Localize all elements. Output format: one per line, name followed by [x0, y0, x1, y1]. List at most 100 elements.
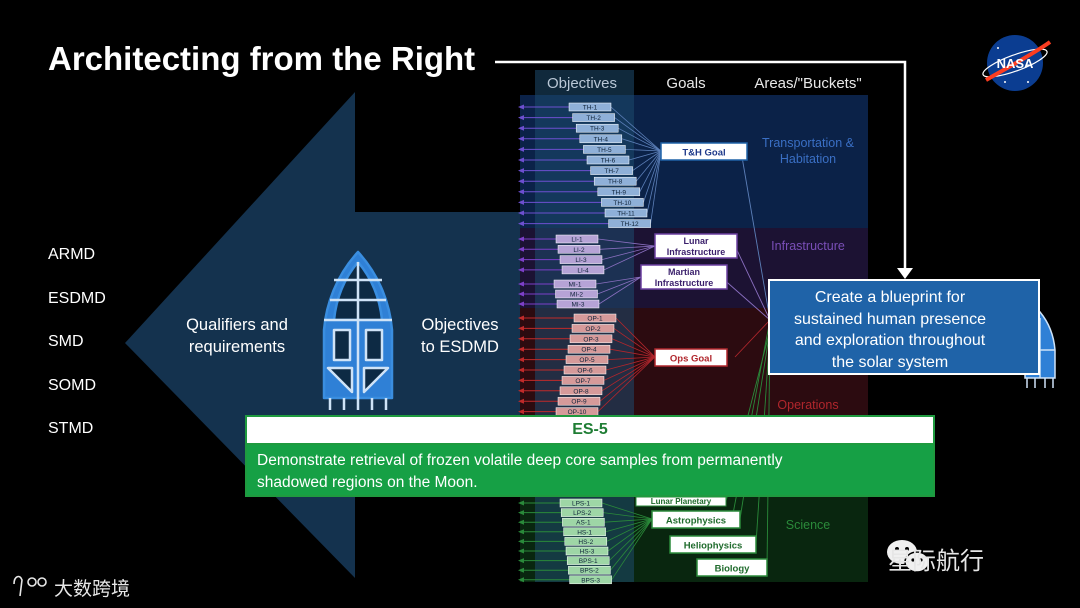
goal-area-connector: [734, 245, 771, 321]
objective-chip-label: TH-2: [586, 115, 601, 122]
blueprint-line: sustained human presence: [793, 310, 987, 328]
org-list: ARMD ESDMD SMD SOMD STMD: [48, 244, 106, 462]
objective-chip-box: [575, 123, 619, 133]
objective-chip-box: [556, 299, 600, 309]
goal-area-connector: [720, 276, 771, 321]
objective-arrowhead: [518, 538, 524, 544]
objective-arrowhead: [518, 136, 524, 142]
objective-arrowhead: [518, 281, 524, 287]
objective-chip-box: [560, 508, 604, 517]
goal-box-astro: [651, 510, 741, 529]
column-header-goals: Goals: [666, 75, 705, 92]
objective-goal-connector: [607, 518, 653, 552]
column-header-objectives: Objectives: [547, 75, 617, 92]
objective-goal-connector: [610, 106, 662, 152]
objective-arrowhead: [518, 199, 524, 205]
objective-goal-connector: [639, 150, 662, 192]
goal-area-connector: [740, 150, 771, 321]
goal-box-lunar-infra: [654, 233, 738, 259]
qualifiers-label: Qualifiers and requirements: [170, 314, 304, 358]
wechat-icon: [887, 540, 930, 573]
objective-goal-connector: [605, 356, 656, 371]
goal-lunar-planetary: Lunar Planetary: [651, 497, 712, 506]
objective-chip-label: LI-1: [571, 237, 583, 244]
objective-goal-connector: [650, 150, 662, 224]
objective-chip-box: [562, 517, 605, 527]
area-transportation-line2: Habitation: [780, 152, 836, 166]
objective-chip-label: HS-2: [578, 539, 593, 546]
objective-goal-connector: [646, 150, 662, 214]
title-to-blueprint-connector: [495, 60, 907, 270]
org-item: SOMD: [48, 376, 96, 394]
objective-chip-label: TH-8: [608, 179, 623, 186]
goal-box-lunar-planetary: [635, 496, 727, 507]
objective-goal-connector: [605, 518, 653, 533]
blueprint-line: Create a blueprint for: [814, 289, 966, 306]
objective-chip-label: TH-1: [583, 105, 598, 112]
objective-chip-box: [571, 324, 615, 333]
objective-chip-box: [572, 113, 615, 122]
objective-chip-label: TH-6: [601, 158, 616, 165]
goal-box-bio: [696, 558, 768, 577]
blueprint-box: Create a blueprint for sustained human p…: [768, 279, 1040, 375]
objective-goal-connector: [604, 518, 653, 523]
objective-chip-box: [601, 198, 644, 207]
goal-lunar-infra-line1: Lunar: [683, 236, 708, 246]
objective-chip-box: [555, 234, 599, 244]
objective-chip-label: AS-1: [576, 520, 591, 527]
goal-martian-infra-line1: Martian: [668, 267, 700, 277]
objective-chip-box: [559, 498, 603, 508]
objective-chip-box: [569, 334, 613, 344]
objective-arrowhead: [518, 301, 524, 307]
objective-goal-connector: [597, 276, 642, 295]
objective-arrowhead: [518, 367, 524, 373]
objective-chip-label: HS-1: [577, 529, 592, 536]
objective-arrowhead: [518, 291, 524, 297]
objective-chip-box: [564, 537, 608, 546]
objective-goal-connector: [597, 356, 656, 412]
objective-chip-box: [566, 556, 610, 565]
objective-chip-label: OP-3: [583, 336, 599, 343]
objective-arrowhead: [518, 357, 524, 363]
objective-arrowhead: [518, 388, 524, 394]
title-to-blueprint-arrowhead: [897, 268, 913, 279]
objective-chip-label: TH-11: [617, 211, 635, 218]
objective-arrowhead: [518, 558, 524, 564]
objective-chip-label: TH-10: [613, 200, 631, 207]
goal-helio: Heliophysics: [684, 541, 743, 552]
page-title: Architecting from the Right: [48, 40, 476, 77]
goal-martian-infra-line2: Infrastructure: [655, 278, 714, 288]
objective-chip-label: TH-4: [594, 136, 609, 143]
objective-arrowhead: [518, 115, 524, 121]
objective-chip-label: OP-9: [571, 399, 587, 406]
objective-goal-connector: [628, 150, 662, 161]
objective-arrowhead: [518, 315, 524, 321]
objective-chip-box: [568, 565, 611, 575]
area-transportation-line1: Transportation &: [762, 136, 855, 150]
objective-arrowhead: [518, 529, 524, 535]
objective-goal-connector: [625, 149, 662, 152]
objective-goal-connector: [601, 502, 653, 520]
area-infrastructure: Infrastructure: [771, 239, 845, 253]
es5-code: ES-5: [245, 415, 935, 445]
objective-arrowhead: [518, 567, 524, 573]
objective-goal-connector: [610, 518, 653, 571]
objective-goal-connector: [599, 245, 656, 250]
goal-ops: Ops Goal: [670, 354, 712, 365]
objective-goal-connector: [618, 127, 662, 152]
es5-text-line: Demonstrate retrieval of frozen volatile…: [257, 452, 783, 469]
objective-chip-box: [563, 527, 606, 537]
goal-area-connector: [734, 319, 771, 358]
objective-goal-connector: [608, 518, 653, 561]
nasa-logo: NASA: [982, 35, 1052, 91]
objective-goal-connector: [614, 117, 662, 152]
objective-arrowhead: [518, 267, 524, 273]
watermark-right: 星际航行: [888, 548, 984, 575]
objective-goal-connector: [598, 276, 642, 305]
objective-chip-box: [553, 279, 597, 289]
objective-chip-label: BPS-1: [579, 558, 598, 565]
objective-arrowhead: [518, 346, 524, 352]
objective-chip-label: TH-12: [621, 221, 639, 228]
objective-arrowhead: [518, 257, 524, 263]
